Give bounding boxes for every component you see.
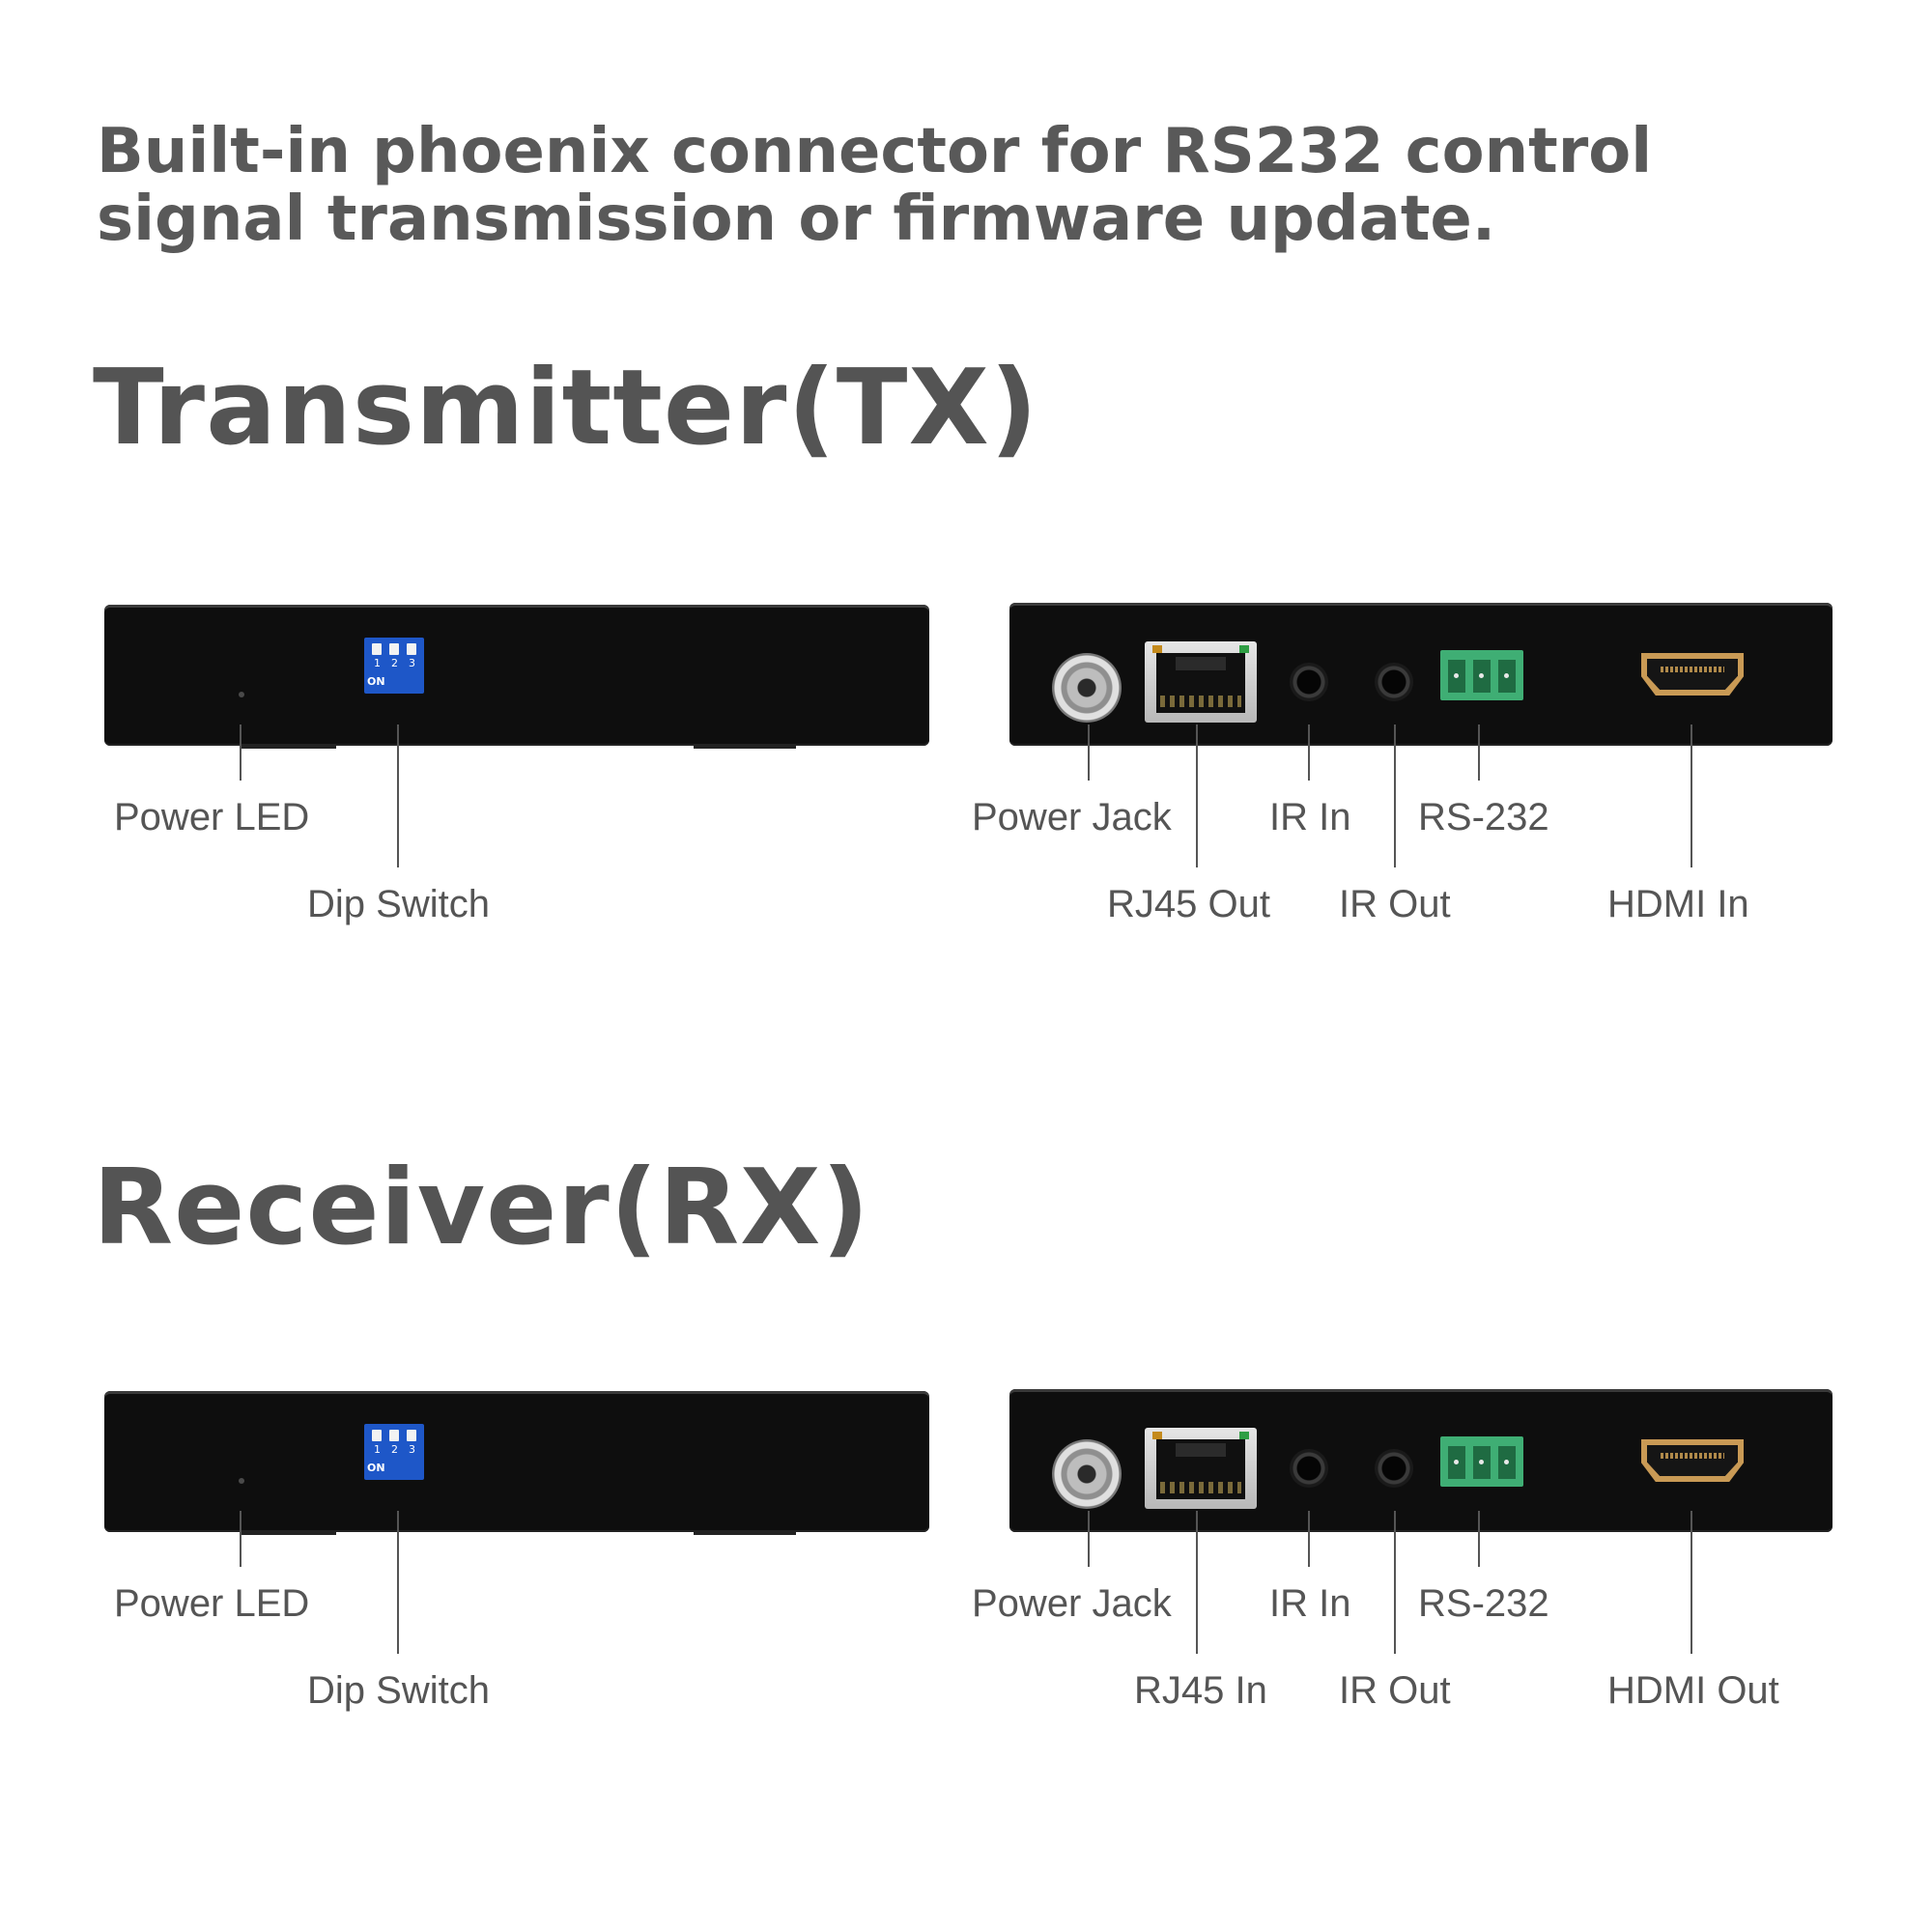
power-jack-label: Power Jack <box>972 796 1172 838</box>
dip-position-1: 1 <box>374 657 381 669</box>
power-led-label: Power LED <box>114 796 310 838</box>
headline: Built-in phoenix connector for RS232 con… <box>97 116 1653 255</box>
ir-out-label: IR Out <box>1339 883 1451 925</box>
dip-on-label: ON <box>367 675 385 688</box>
rj45-port <box>1145 641 1257 723</box>
hdmi-port <box>1641 653 1744 696</box>
power-jack-leader <box>1088 724 1090 781</box>
power-led-leader <box>240 1511 242 1567</box>
receiver-rear-view <box>1009 1389 1833 1532</box>
rs232-terminal-block <box>1440 650 1523 700</box>
rj45-leader <box>1196 724 1198 867</box>
rj45-label: RJ45 Out <box>1107 883 1270 925</box>
dip-switch-leader <box>397 724 399 867</box>
power-jack-leader <box>1088 1511 1090 1567</box>
power-led-indicator <box>239 692 244 697</box>
hdmi-label: HDMI Out <box>1607 1669 1779 1712</box>
hdmi-port <box>1641 1439 1744 1482</box>
rs232-terminal-block <box>1440 1436 1523 1487</box>
rj45-leader <box>1196 1511 1198 1654</box>
ir-out-leader <box>1394 1511 1396 1654</box>
ir-out-leader <box>1394 724 1396 867</box>
dip-switch-label: Dip Switch <box>307 883 490 925</box>
dip-switch: 1 2 3 ON <box>364 638 424 694</box>
dip-position-2: 2 <box>391 657 398 669</box>
dip-switch-label: Dip Switch <box>307 1669 490 1712</box>
ir-out-port <box>1375 663 1413 701</box>
rs232-leader <box>1478 724 1480 781</box>
power-jack-port <box>1052 1439 1122 1509</box>
receiver-front-view: 1 2 3 ON <box>104 1391 929 1535</box>
rs232-label: RS-232 <box>1418 796 1549 838</box>
dip-on-label: ON <box>367 1462 385 1474</box>
power-led-label: Power LED <box>114 1582 310 1625</box>
receiver-panel: 1 2 3 ON Power LED Dip Switch Power Jack… <box>0 1389 1932 1797</box>
transmitter-title: Transmitter(TX) <box>93 348 1039 469</box>
receiver-title: Receiver(RX) <box>93 1148 870 1268</box>
hdmi-label: HDMI In <box>1607 883 1749 925</box>
ir-in-port <box>1290 1449 1328 1488</box>
hdmi-leader <box>1690 1511 1692 1654</box>
ir-in-port <box>1290 663 1328 701</box>
rj45-port <box>1145 1428 1257 1509</box>
rs232-label: RS-232 <box>1418 1582 1549 1625</box>
ir-out-label: IR Out <box>1339 1669 1451 1712</box>
power-jack-port <box>1052 653 1122 723</box>
power-led-indicator <box>239 1478 244 1484</box>
dip-position-3: 3 <box>409 1443 415 1456</box>
ir-in-leader <box>1308 724 1310 781</box>
ir-in-label: IR In <box>1269 796 1351 838</box>
rj45-label: RJ45 In <box>1134 1669 1267 1712</box>
dip-switch: 1 2 3 ON <box>364 1424 424 1480</box>
hdmi-leader <box>1690 724 1692 867</box>
transmitter-front-view: 1 2 3 ON <box>104 605 929 749</box>
transmitter-rear-view <box>1009 603 1833 746</box>
power-jack-label: Power Jack <box>972 1582 1172 1625</box>
dip-position-1: 1 <box>374 1443 381 1456</box>
ir-in-label: IR In <box>1269 1582 1351 1625</box>
dip-switch-leader <box>397 1511 399 1654</box>
ir-in-leader <box>1308 1511 1310 1567</box>
dip-position-3: 3 <box>409 657 415 669</box>
transmitter-panel: 1 2 3 ON Power LED Dip Switch Power Jack… <box>0 603 1932 1010</box>
rs232-leader <box>1478 1511 1480 1567</box>
power-led-leader <box>240 724 242 781</box>
dip-position-2: 2 <box>391 1443 398 1456</box>
ir-out-port <box>1375 1449 1413 1488</box>
